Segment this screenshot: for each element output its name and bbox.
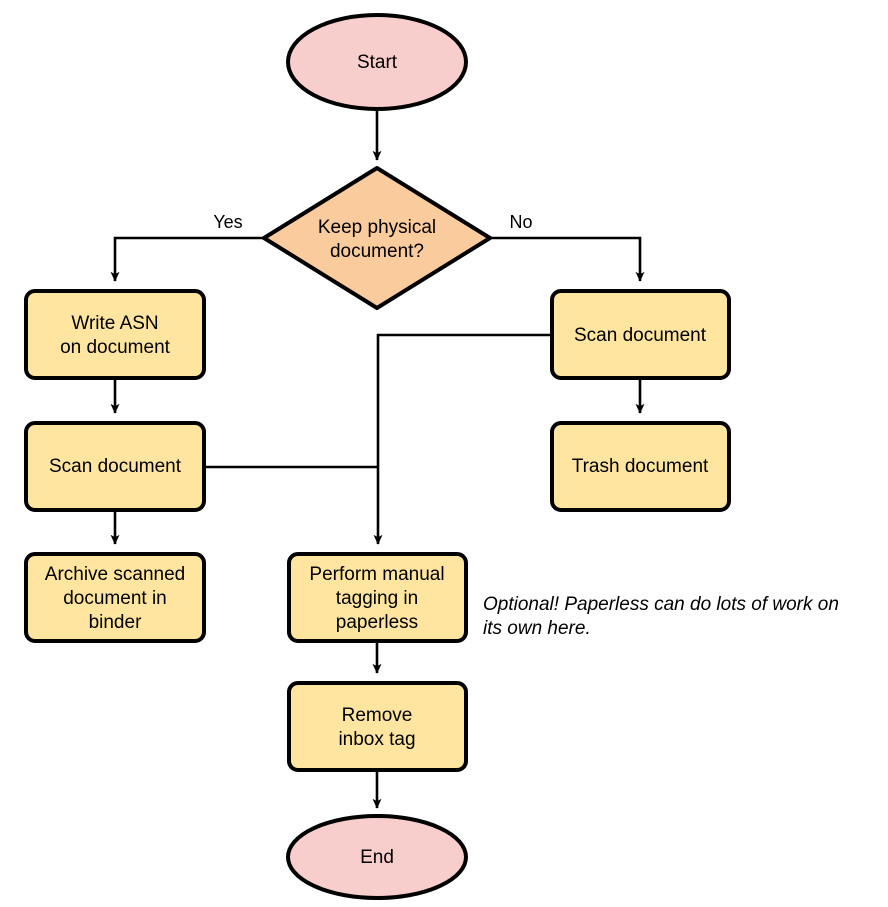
end-label: End: [360, 847, 394, 868]
scan-document-left-box[interactable]: [24, 421, 206, 512]
archive-box[interactable]: [24, 552, 206, 643]
node-decision-keep-physical-document[interactable]: Keep physical document?: [262, 166, 492, 310]
edge-label-layer: Yes No: [213, 212, 532, 232]
node-scan-document-right[interactable]: Scan document: [550, 289, 731, 380]
node-remove-inbox-tag[interactable]: Remove inbox tag: [287, 681, 468, 772]
remove-inbox-tag-box[interactable]: [287, 681, 468, 772]
trash-document-box[interactable]: [550, 421, 731, 512]
decision-label-line2: document?: [330, 241, 424, 262]
annotation-optional-note: Optional! Paperless can do lots of work …: [483, 594, 839, 639]
remove-inbox-tag-label-line2: inbox tag: [338, 729, 415, 750]
edge-label-yes: Yes: [213, 212, 242, 232]
start-label: Start: [357, 52, 398, 73]
scan-document-right-box[interactable]: [550, 289, 731, 380]
node-scan-document-left[interactable]: Scan document: [24, 421, 206, 512]
archive-label-line2: document in: [63, 588, 167, 609]
tagging-label-line3: paperless: [336, 612, 418, 633]
edge-layer: [110, 110, 645, 809]
decision-diamond[interactable]: [262, 166, 492, 310]
node-start[interactable]: Start: [286, 13, 468, 111]
node-archive-scanned-document[interactable]: Archive scanned document in binder: [24, 552, 206, 643]
node-end[interactable]: End: [286, 814, 468, 900]
archive-label-line3: binder: [89, 612, 142, 633]
archive-label-line1: Archive scanned: [45, 564, 185, 585]
tagging-label-line2: tagging in: [336, 588, 418, 609]
trash-document-label: Trash document: [572, 456, 709, 477]
optional-note-line1: Optional! Paperless can do lots of work …: [483, 594, 839, 615]
node-layer: Start Keep physical document? Write ASN …: [24, 13, 731, 900]
write-asn-label-line2: on document: [60, 337, 171, 358]
edge-decision-to-write-asn: [110, 236, 265, 282]
tagging-label-line1: Perform manual: [309, 564, 444, 585]
node-perform-manual-tagging[interactable]: Perform manual tagging in paperless: [287, 552, 468, 643]
edge-decision-to-scan-right: [490, 236, 645, 282]
node-write-asn[interactable]: Write ASN on document: [24, 289, 206, 380]
write-asn-box[interactable]: [24, 289, 206, 380]
write-asn-label-line1: Write ASN: [71, 313, 158, 334]
tagging-box[interactable]: [287, 552, 468, 643]
edge-scan-right-to-tagging: [373, 333, 552, 545]
remove-inbox-tag-label-line1: Remove: [342, 705, 413, 726]
scan-document-right-label: Scan document: [574, 325, 707, 346]
optional-note-line2: its own here.: [483, 618, 591, 639]
end-ellipse[interactable]: [286, 814, 468, 900]
decision-label-line1: Keep physical: [318, 217, 436, 238]
start-ellipse[interactable]: [286, 13, 468, 111]
scan-document-left-label: Scan document: [49, 456, 182, 477]
edge-label-no: No: [509, 212, 532, 232]
node-trash-document[interactable]: Trash document: [550, 421, 731, 512]
